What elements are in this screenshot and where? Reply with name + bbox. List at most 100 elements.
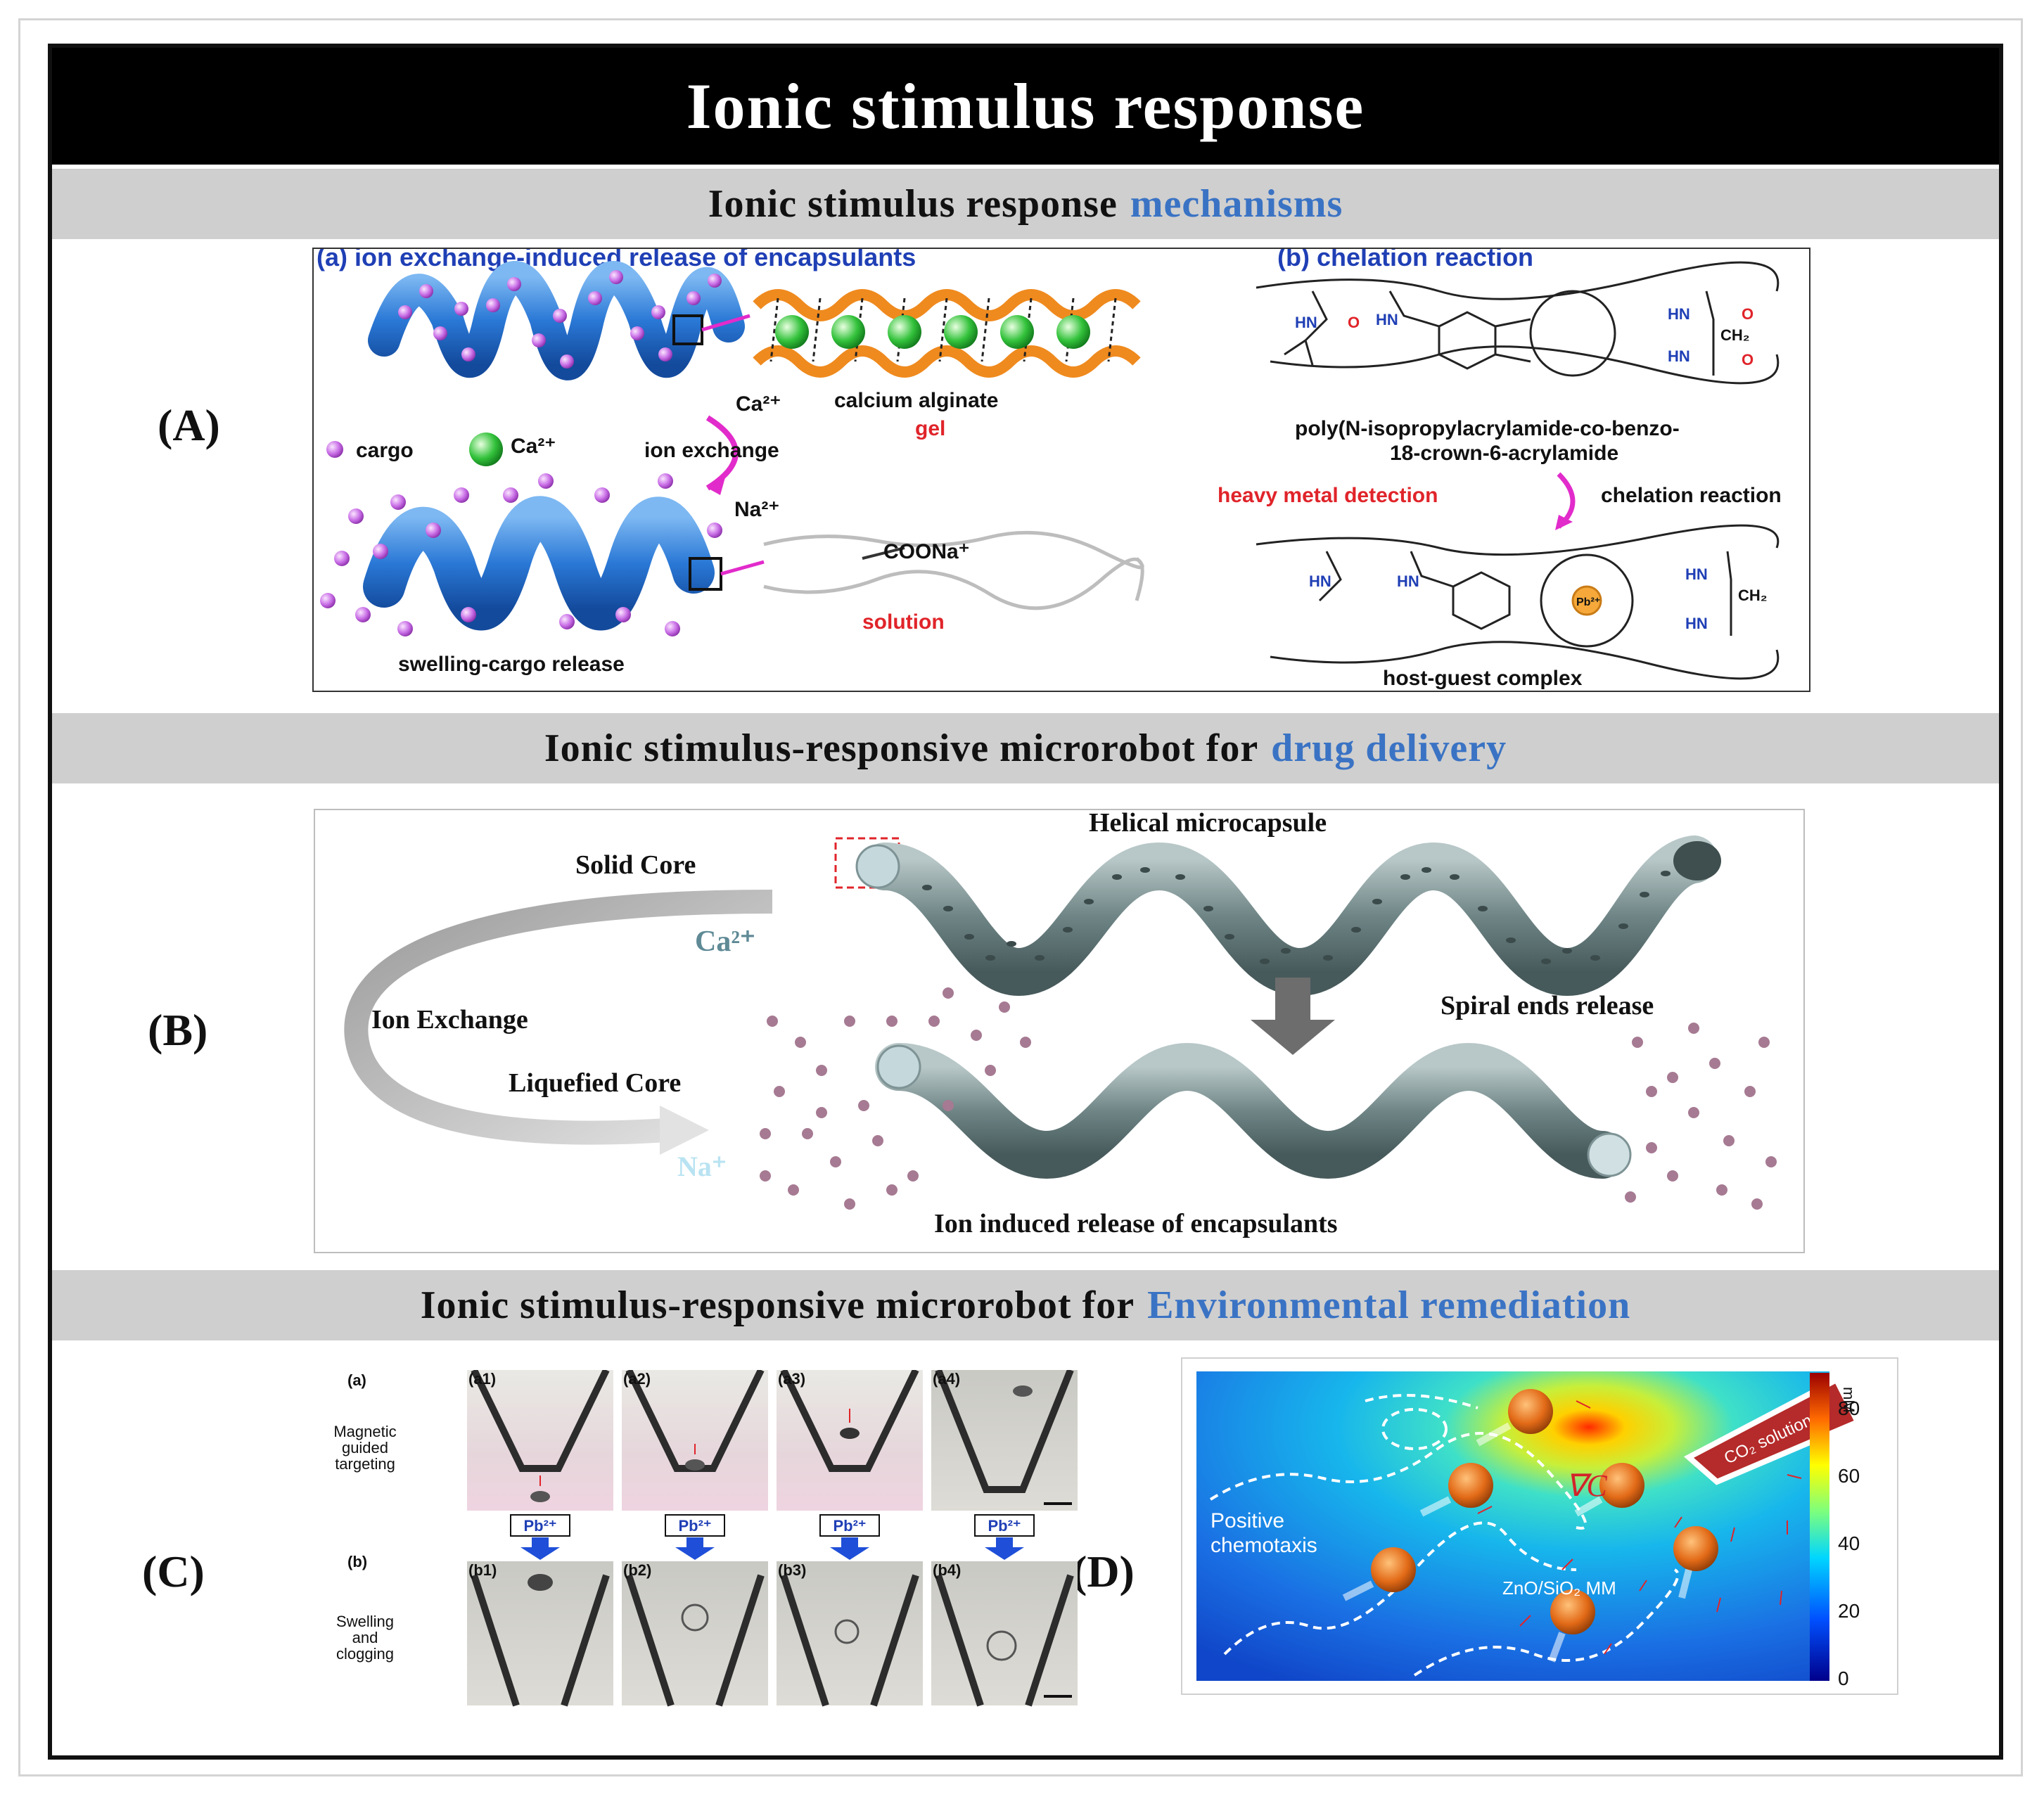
helical-microcapsule-bottom [875,1042,1632,1179]
hn-8: HN [1685,615,1708,632]
ion-exchange-label: ion exchange [644,439,779,462]
colorbar [1810,1373,1829,1681]
panel-label-d: (D) [1072,1547,1135,1596]
band-text: Ionic stimulus response [708,182,1118,226]
legend-ca-label: Ca²⁺ [511,435,556,458]
pb-tag-2: Pb²⁺ [678,1517,711,1535]
frame-a4-label: (a4) [933,1370,960,1388]
o-2: O [1742,305,1754,323]
pb-label-a: Pb²⁺ [1576,596,1600,608]
frame-a1-label: (a1) [468,1370,496,1388]
tick-80: 80 [1838,1397,1860,1419]
band-text: Ionic stimulus-responsive microrobot for [544,726,1259,770]
dashed-boundaries [1209,1394,1680,1677]
panel-a: (a) ion exchange-induced release of enca… [312,243,1810,692]
calcium-alginate-label: calcium alginate [834,389,998,412]
helical-microcapsule-top [855,836,1721,997]
chemotaxis-label: chemotaxis [1211,1534,1317,1557]
band-highlight: Environmental remediation [1147,1283,1631,1327]
legend-cargo-dot [326,441,343,458]
tick-0: 0 [1838,1667,1849,1689]
transition-arrow [1251,978,1335,1055]
ch2-1: CH₂ [1720,326,1750,344]
top-frames: (a1) (a2) (a3) [467,1368,1078,1511]
figure-frame: Ionic stimulus response Ionic stimulus r… [48,44,2003,1760]
mag-line3: targeting [335,1455,395,1473]
co2-nozzle: CO₂ solution [1683,1376,1862,1485]
panel-b-graphic: Helical microcapsule Solid Core Ca²⁺ Ion… [344,808,1777,1238]
calcium-alginate-gel [753,289,1141,378]
chelation-arrowhead [1555,515,1573,530]
panel-label-b: (B) [148,1005,208,1055]
spiral-release-label: Spiral ends release [1441,991,1654,1020]
ch2-2: CH₂ [1738,587,1768,604]
liquefied-core-label: Liquefied Core [509,1068,681,1098]
lead-ion [1571,585,1602,616]
pb-arrows: Pb²⁺ Pb²⁺ Pb²⁺ Pb²⁺ [510,1514,1035,1560]
helix-bottom [320,473,722,636]
sw-line1: Swelling [336,1613,394,1630]
panel-label-c: (C) [142,1547,205,1596]
na-label-b: Na⁺ [677,1151,727,1182]
hn-4: HN [1668,347,1690,365]
ion-exchange-curve-head [660,1106,709,1155]
panel-c-graphic: (a) (b) Magnetic guided targeting Swelli… [333,1368,1078,1707]
sw-line3: clogging [336,1645,394,1663]
band-highlight: drug delivery [1271,726,1507,770]
ca-label-top: Ca²⁺ [736,392,781,416]
ca-label-b: Ca²⁺ [695,926,755,958]
tick-40: 40 [1838,1532,1860,1554]
frame-b1-label: (b1) [468,1561,497,1579]
solution-chains [763,530,1144,610]
hn-7: HN [1685,565,1708,583]
panel-b: Helical microcapsule Solid Core Ca²⁺ Ion… [314,808,1805,1253]
frame-b2-label: (b2) [623,1561,651,1579]
figure-title: Ionic stimulus response [52,48,1999,165]
outer-border [18,18,2023,1776]
panel-d-graphic: CO₂ solution [1196,1371,1862,1689]
polymer-name-line1: poly(N-isopropylacrylamide-co-benzo- [1295,417,1680,440]
band-highlight: mechanisms [1130,182,1343,226]
sw-line2: and [352,1629,378,1646]
zoom-pointer-bottom [720,560,765,576]
gradient-symbol: ∇C [1566,1468,1607,1503]
microrobot-label: ZnO/SiO₂ MM [1502,1577,1616,1599]
pb-tag-3: Pb²⁺ [833,1517,866,1535]
ion-induced-label: Ion induced release of encapsulants [934,1209,1338,1238]
panel-d: CO₂ solution [1181,1357,1898,1695]
coona-label: COONa⁺ [883,540,970,563]
frame-b4-label: (b4) [933,1561,961,1579]
ion-exchange-label-b: Ion Exchange [371,1005,528,1035]
hn-3: HN [1668,305,1690,323]
mag-line2: guided [342,1439,388,1457]
row-b-label: (b) [347,1553,367,1570]
polymer-structure-bottom [1256,524,1780,680]
heavy-metal-label: heavy metal detection [1218,484,1438,507]
section-band-drug-delivery: Ionic stimulus-responsive microrobot for… [52,713,1999,783]
panel-label-a: (A) [158,400,220,450]
pb-tag-4: Pb²⁺ [988,1517,1021,1535]
helical-label: Helical microcapsule [1089,810,1327,838]
bottom-frames: (b1) (b2) (b3) [467,1561,1078,1707]
band-text: Ionic stimulus-responsive microrobot for [420,1283,1135,1327]
section-band-environmental: Ionic stimulus-responsive microrobot for… [52,1270,1999,1340]
frame-a3-label: (a3) [778,1370,805,1388]
gel-label: gel [915,417,945,440]
mag-line1: Magnetic [333,1423,396,1440]
microrobots [1342,1389,1718,1663]
na-label: Na²⁺ [734,498,779,521]
panel-a-graphic: (a) ion exchange-induced release of enca… [317,243,1782,690]
positive-label: Positive [1211,1509,1284,1532]
frame-b3-label: (b3) [778,1561,806,1579]
hn-6: HN [1397,572,1419,590]
helix-top [368,261,745,380]
frame-a2-label: (a2) [623,1370,651,1388]
hn-2: HN [1376,311,1398,328]
hn-5: HN [1309,572,1331,590]
row-a-label: (a) [347,1371,366,1389]
hn-1: HN [1295,314,1317,331]
o-1: O [1348,314,1360,331]
o-3: O [1742,351,1754,369]
panel-c: (a) (b) Magnetic guided targeting Swelli… [298,1368,1086,1778]
host-guest-label: host-guest complex [1383,667,1583,690]
